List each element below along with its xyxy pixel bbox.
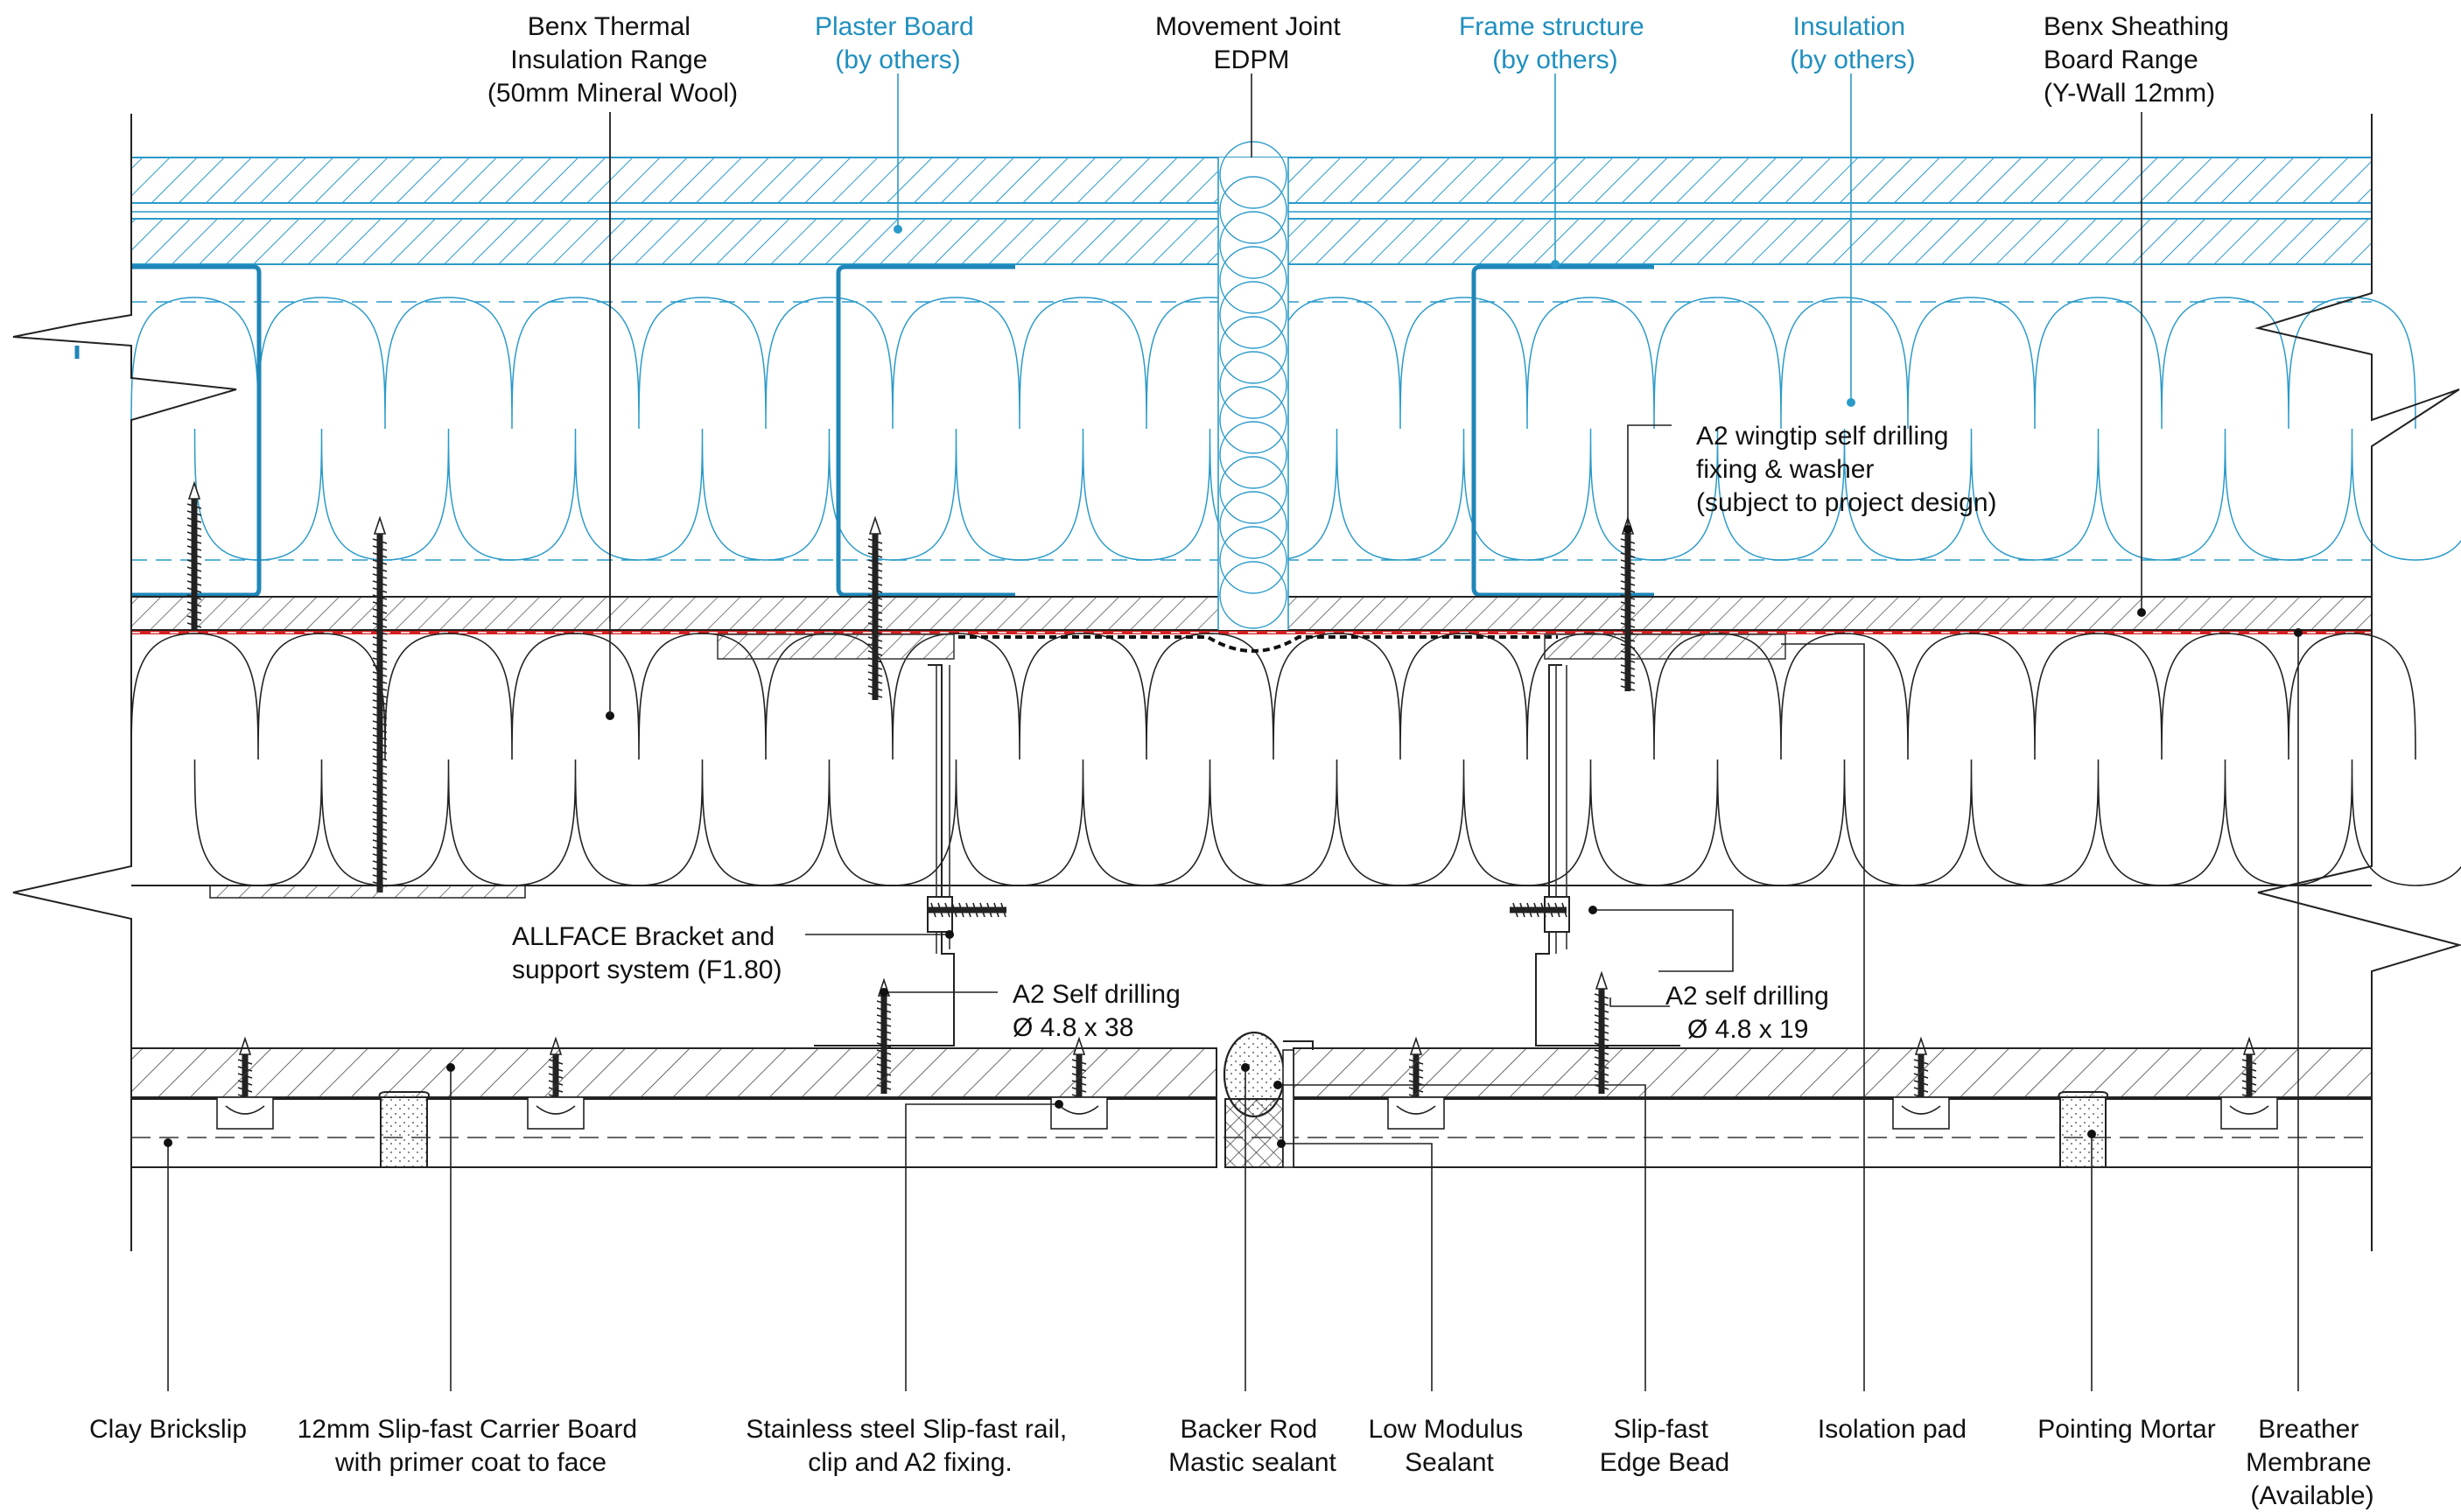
edpm-joint-ring (1219, 176, 1287, 244)
break-lines (12, 114, 2461, 1251)
wingtip-fixing-mid (867, 515, 883, 700)
movement-joint-edpm (1217, 141, 1289, 630)
mineral-wool (130, 633, 2461, 886)
label-low-modulus: Low Modulus Sealant (1368, 1415, 1530, 1477)
edpm-joint-ring (1219, 526, 1287, 594)
fixing-head-5 (1901, 1105, 1941, 1115)
frame-insulation-loops (130, 297, 2461, 561)
bracket-fixing-left (928, 902, 1006, 918)
annotation-labels: Benx Thermal Insulation Range (50mm Mine… (89, 12, 2379, 1510)
mineral-wool-loops (130, 633, 2461, 886)
isolation-pad-1 (216, 1096, 274, 1130)
label-clay-brickslip: Clay Brickslip (89, 1415, 247, 1444)
label-carrier-board: 12mm Slip-fast Carrier Board with primer… (298, 1415, 645, 1477)
edpm-joint-ring (1219, 421, 1287, 489)
fixing-head-3 (1059, 1105, 1099, 1115)
edpm-joint-ring (1219, 456, 1287, 524)
label-self-drilling-38: A2 Self drilling Ø 4.8 x 38 (1013, 980, 1188, 1042)
wingtip-fixing-left (186, 480, 202, 630)
fixing-head-6 (2229, 1105, 2269, 1115)
edpm-joint-ring (1219, 491, 1287, 559)
frame-insulation (130, 297, 2461, 561)
fixing-head-1 (225, 1105, 265, 1115)
label-insulation: Insulation (by others) (1790, 12, 1915, 74)
leader-lines (164, 74, 2303, 1391)
label-plaster-board: Plaster Board (by others) (815, 12, 981, 74)
left-bracket-system[interactable] (717, 634, 955, 1046)
c-studs (74, 264, 1654, 598)
washer-plate-left (209, 885, 526, 899)
label-stainless-rail: Stainless steel Slip-fast rail, clip and… (746, 1415, 1074, 1477)
isolation-pad-6 (2220, 1096, 2278, 1130)
edpm-joint-ring (1219, 351, 1287, 419)
label-backer-rod: Backer Rod Mastic sealant (1168, 1415, 1336, 1477)
label-breather-membrane: Breather Membrane (Available) (2246, 1415, 2379, 1510)
label-edge-bead: Slip-fast Edge Bead (1600, 1415, 1729, 1477)
right-bracket-system[interactable] (1535, 634, 1786, 1046)
bracket-fixing-right (1510, 902, 1567, 918)
edpm-joint-ring (1219, 281, 1287, 349)
edpm-joint-ring (1219, 561, 1287, 629)
label-allface-bracket: ALLFACE Bracket and support system (F1.8… (512, 922, 782, 984)
backer-rod-mastic (1223, 1031, 1314, 1168)
label-pointing-mortar: Pointing Mortar (2037, 1415, 2215, 1444)
edpm-joint-ring (1219, 386, 1287, 454)
edpm-joint-ring (1219, 246, 1287, 314)
carrier-board (130, 1047, 2373, 1098)
label-benx-thermal: Benx Thermal Insulation Range (50mm Mine… (487, 12, 738, 108)
isolation-pad-5 (1892, 1096, 1950, 1130)
label-isolation-pad: Isolation pad (1818, 1415, 1967, 1444)
edpm-joint-ring (1219, 211, 1287, 279)
label-movement-joint: Movement Joint EDPM (1155, 12, 1348, 74)
label-benx-sheathing: Benx Sheathing Board Range (Y-Wall 12mm) (2044, 12, 2236, 108)
label-self-drilling-19: A2 self drilling Ø 4.8 x 19 (1665, 982, 1836, 1044)
isolation-pad-4 (1387, 1096, 1445, 1130)
fixing-head-4 (1396, 1105, 1436, 1115)
edpm-joint-ring (1219, 141, 1287, 209)
label-wingtip-fixing: A2 wingtip self drilling fixing & washer… (1696, 422, 1997, 517)
fixing-head-2 (536, 1105, 576, 1115)
long-fixing-left (372, 515, 388, 892)
label-frame-structure: Frame structure (by others) (1459, 12, 1651, 74)
pointing-mortar (378, 1091, 2108, 1168)
edpm-joint-ring (1219, 316, 1287, 384)
isolation-pad-2 (527, 1096, 585, 1130)
edpm-membrane (958, 635, 1558, 653)
